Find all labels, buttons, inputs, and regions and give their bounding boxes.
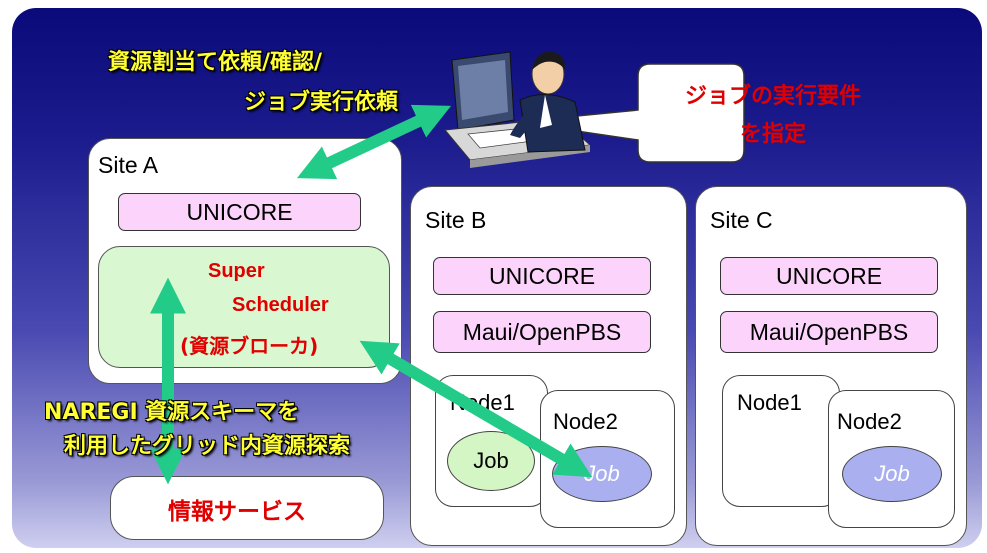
site-a-label: Site A: [98, 152, 159, 178]
site-c-job-blue: Job: [842, 446, 942, 502]
info-service-box: [110, 476, 384, 540]
site-c-batch-system: Maui/OpenPBS: [720, 311, 938, 353]
super-scheduler-box: [98, 246, 390, 368]
callout-shape: [514, 63, 745, 163]
site-c-label: Site C: [710, 207, 773, 233]
naregi-label-line2: 利用したグリッド内資源探索: [64, 434, 351, 459]
site-c-unicore: UNICORE: [720, 257, 938, 295]
naregi-label-line1: NAREGI 資源スキーマを: [44, 400, 300, 425]
top-label-line2: ジョブ実行依頼: [244, 90, 399, 115]
callout-line2: を指定: [739, 122, 806, 147]
job-dispatch-arrow: [359, 340, 593, 478]
top-label-line1: 資源割当て依頼/確認/: [108, 50, 323, 75]
site-b-unicore: UNICORE: [433, 257, 651, 295]
site-c-node1: Node1: [722, 375, 840, 507]
site-c-node2-label: Node2: [837, 409, 902, 434]
scheduler-line1: Super: [208, 260, 265, 282]
request-arrow: [296, 104, 452, 180]
callout-line1: ジョブの実行要件: [684, 84, 861, 109]
site-c-node1-label: Node1: [737, 390, 802, 415]
scheduler-line2: Scheduler: [232, 294, 329, 316]
site-a-unicore: UNICORE: [118, 193, 361, 231]
info-service-label: 情報サービス: [168, 499, 306, 525]
scheduler-line3: (資源ブローカ): [180, 334, 319, 358]
site-b-label: Site B: [425, 207, 487, 233]
